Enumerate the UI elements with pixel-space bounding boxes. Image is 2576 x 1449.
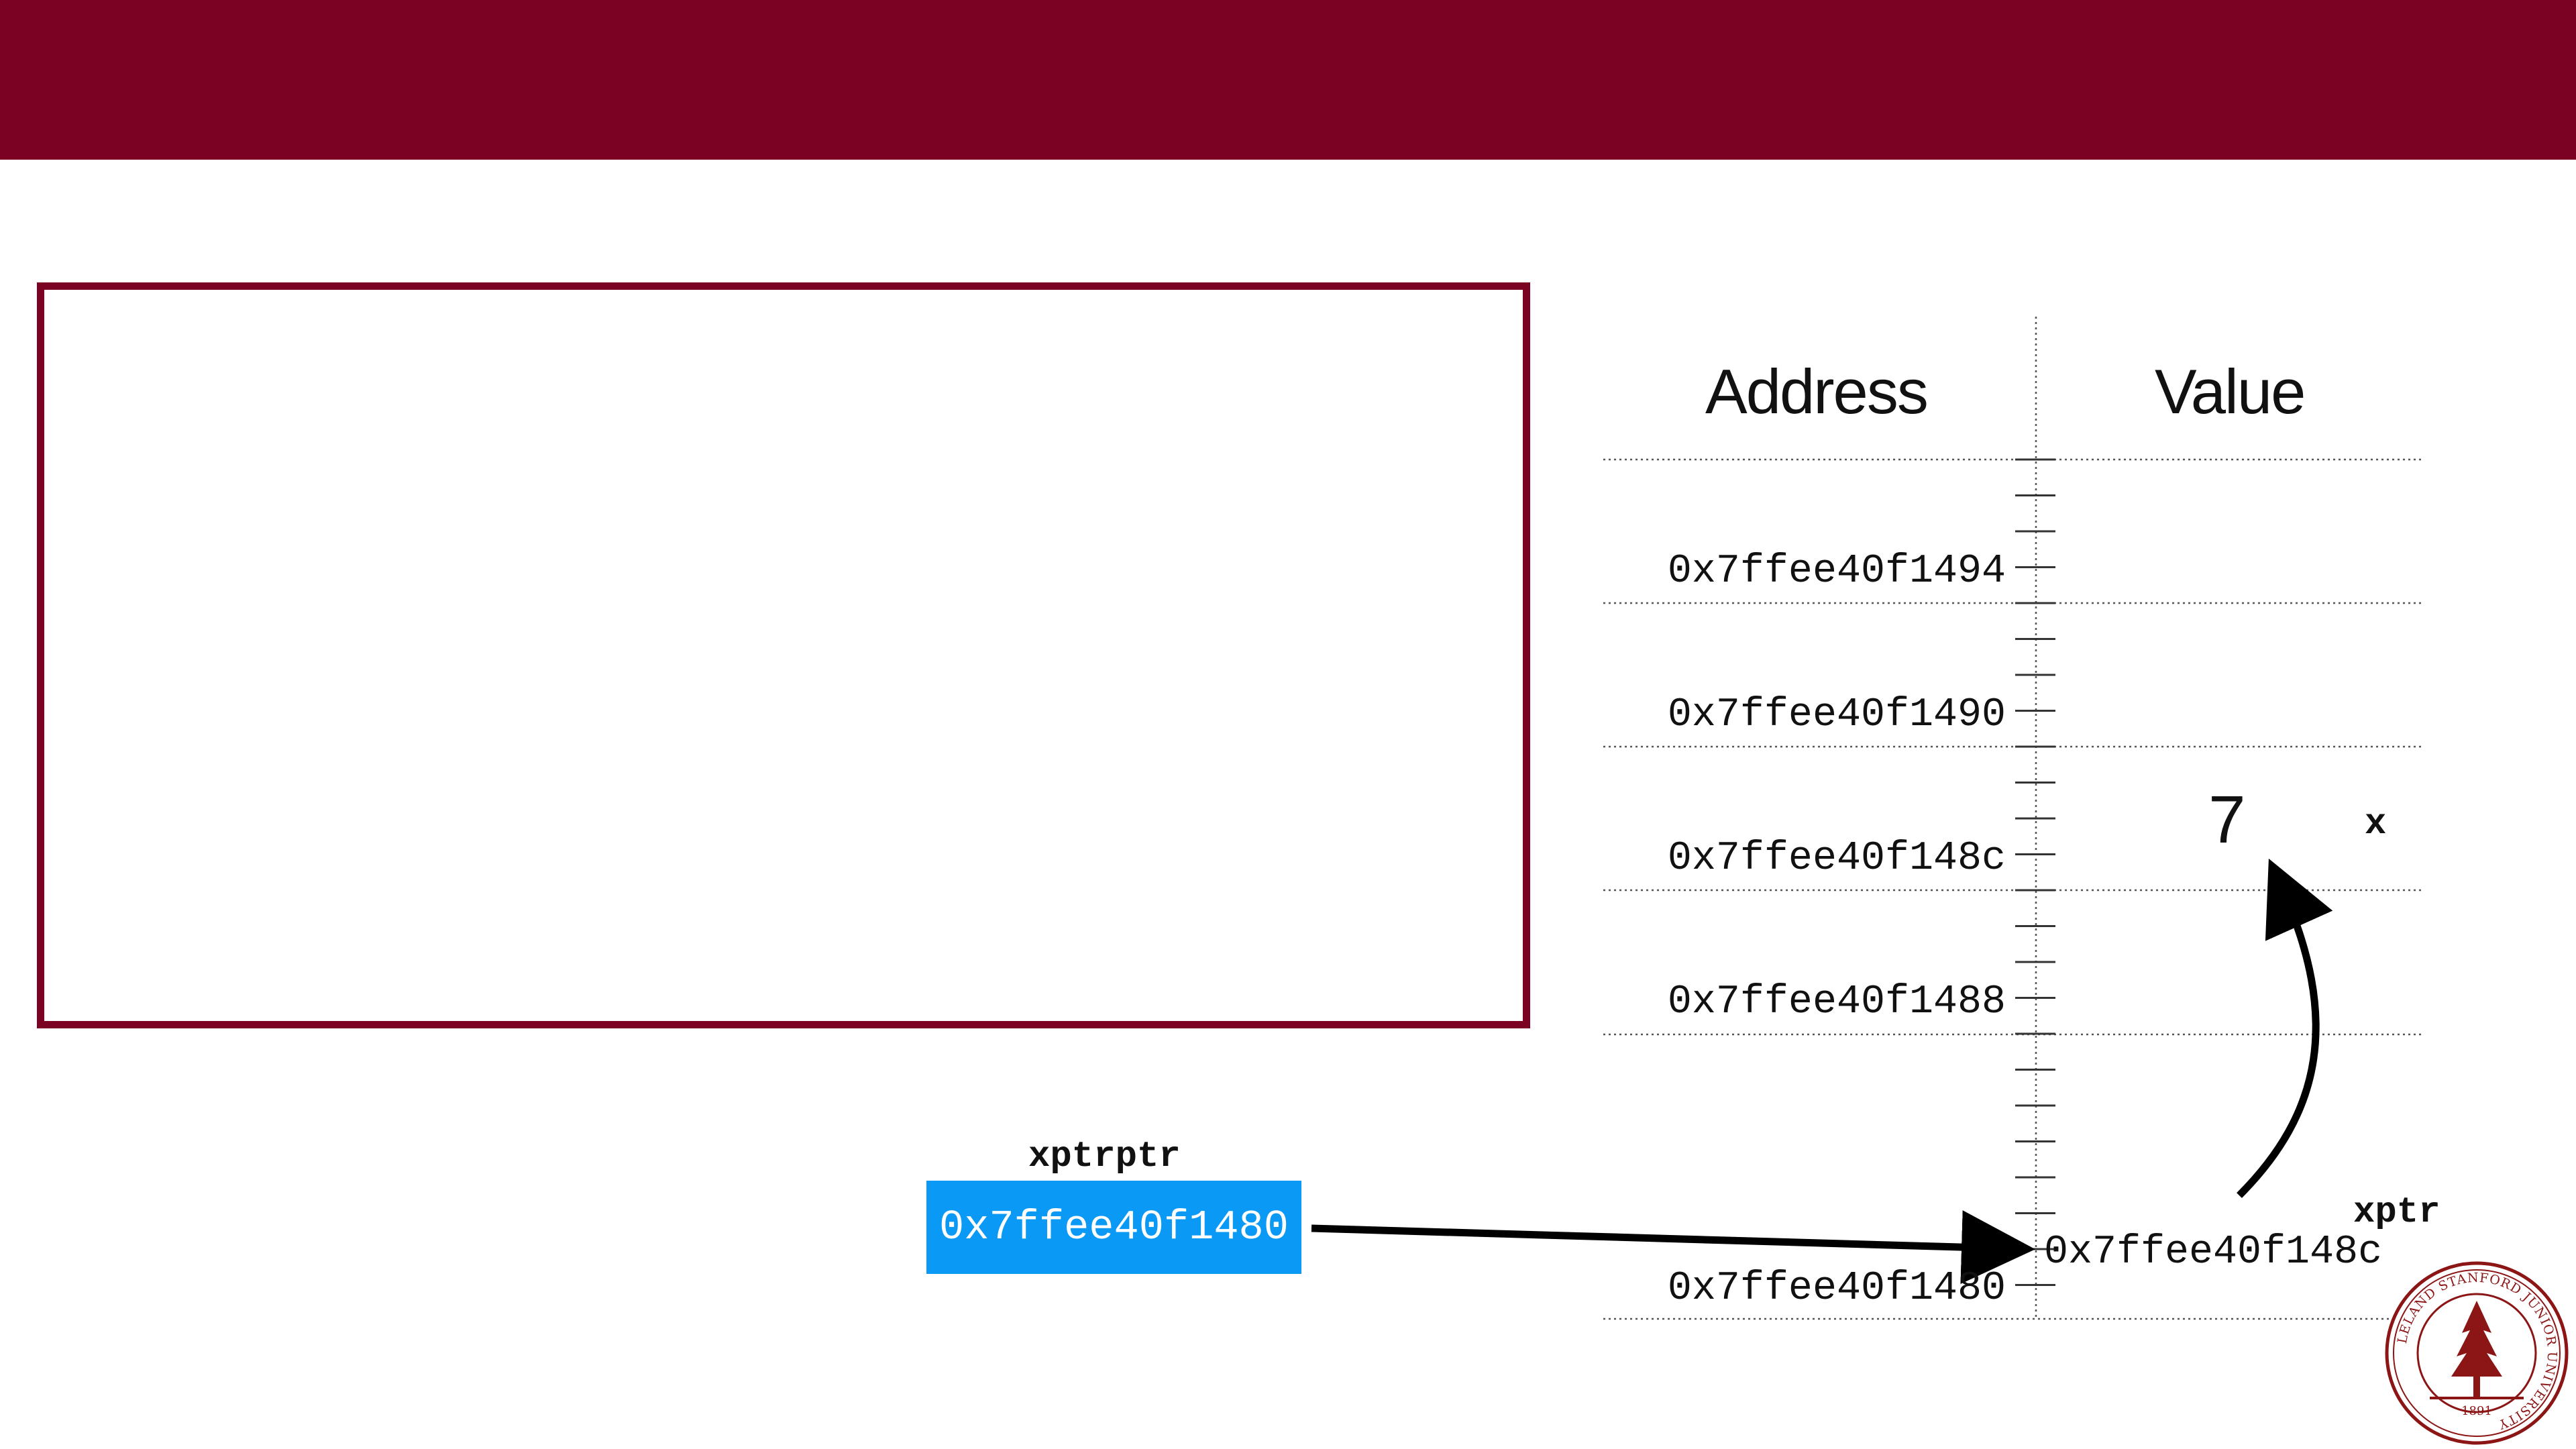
address-column-header: Address xyxy=(1705,356,1929,427)
xptr-variable-label: xptr xyxy=(2353,1192,2440,1233)
x-value: 7 xyxy=(2208,782,2246,857)
arrow-xptrptr-to-xptr xyxy=(1311,1210,2035,1285)
byte-ticks xyxy=(2015,458,2055,1286)
xptrptr-label: xptrptr xyxy=(1028,1136,1181,1177)
address-label: 0x7ffee40f1488 xyxy=(1667,979,2006,1025)
arrow-xptr-to-x xyxy=(2237,858,2333,1198)
address-label: 0x7ffee40f1480 xyxy=(1667,1266,2006,1311)
title-bar xyxy=(0,0,2576,160)
xptrptr-value-box: 0x7ffee40f1480 xyxy=(926,1181,1301,1274)
seal-year: 1891 xyxy=(2461,1404,2492,1418)
xptr-value: 0x7ffee40f148c xyxy=(2044,1230,2383,1275)
address-label: 0x7ffee40f1494 xyxy=(1667,549,2006,594)
address-label: 0x7ffee40f1490 xyxy=(1667,692,2006,738)
xptrptr-value: 0x7ffee40f1480 xyxy=(939,1203,1289,1251)
address-label: 0x7ffee40f148c xyxy=(1667,836,2006,881)
value-column-header: Value xyxy=(2155,356,2306,427)
code-panel xyxy=(37,282,1530,1028)
x-variable-label: x xyxy=(2365,804,2387,845)
stanford-seal-logo: LELAND STANFORD JUNIOR UNIVERSITY 1891 xyxy=(2385,1261,2569,1445)
